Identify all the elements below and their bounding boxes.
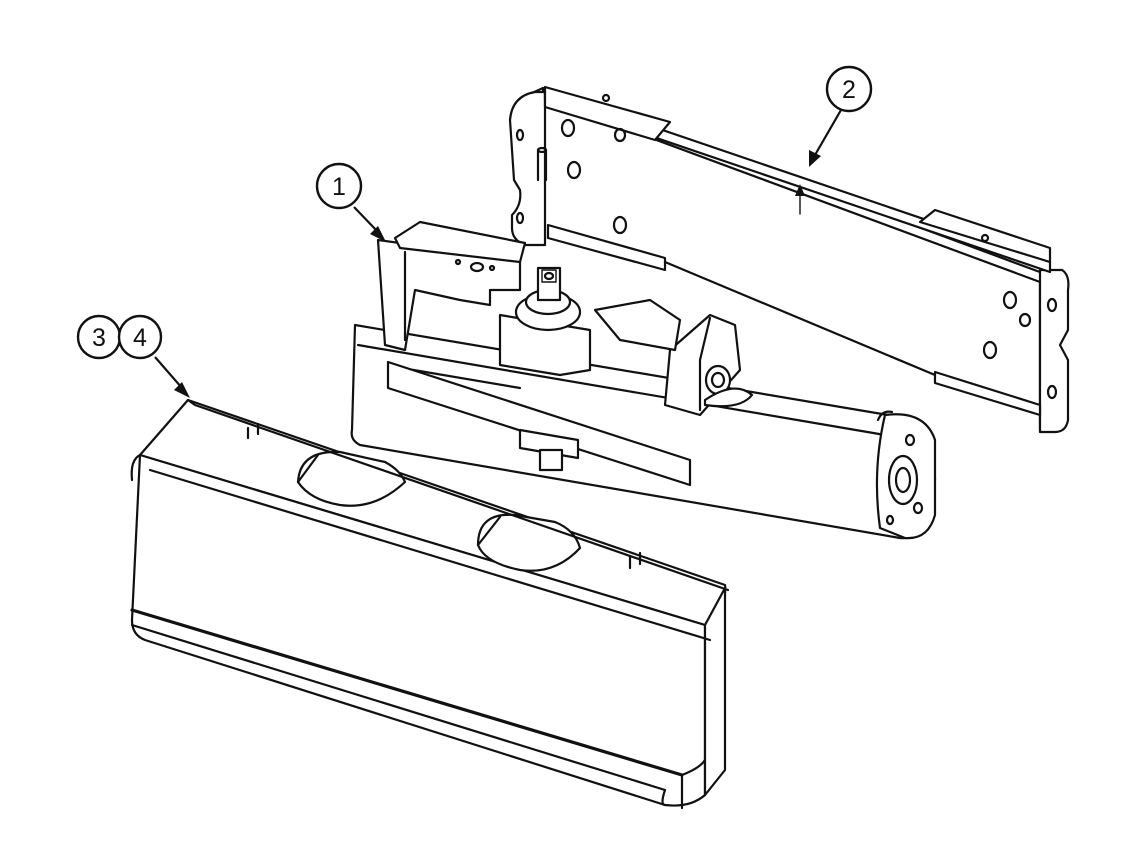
callout-1-label: 1 [332,173,346,201]
mounting-plate [508,85,1070,434]
callout-3-4: 3 4 [76,314,190,398]
closer-body [350,220,937,540]
callout-1-circle [315,162,363,210]
callout-3-label: 3 [92,324,106,352]
callout-4-label: 4 [133,324,147,352]
callout-1: 1 [315,162,386,242]
callout-2-circle [825,65,873,113]
callout-4-circle [117,314,163,360]
callout-2-label: 2 [842,76,856,104]
callout-2: 2 [809,65,873,167]
cover [130,398,730,810]
